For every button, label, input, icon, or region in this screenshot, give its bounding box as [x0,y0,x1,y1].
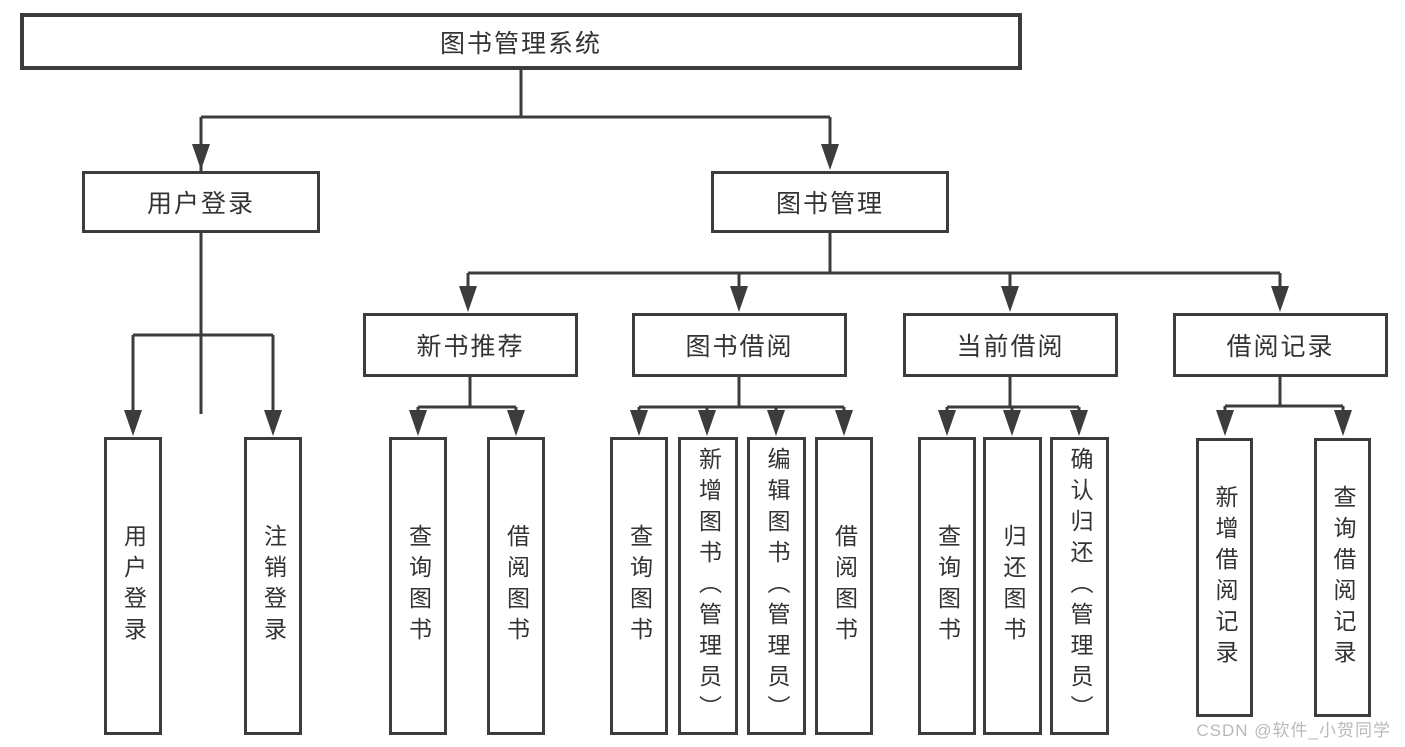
csdn-watermark: CSDN @软件_小贺同学 [1196,721,1391,740]
leaf-label: 借阅图书 [503,524,530,648]
leaf-label: 用户登录 [120,524,147,648]
node-borrowing-records: 借阅记录 [1173,313,1388,377]
leaf-borrow-books-recommend: 借阅图书 [487,437,545,735]
node-book-borrowing: 图书借阅 [632,313,847,377]
leaf-query-books-borrowing: 查询图书 [610,437,668,735]
leaf-label: 新增图书（管理员） [695,446,722,726]
leaf-query-books-current: 查询图书 [918,437,976,735]
leaf-confirm-return-admin: 确认归还（管理员） [1050,437,1109,735]
leaf-label: 新增借阅记录 [1212,484,1238,671]
connector-root-to-level2 [199,70,832,414]
connector-records-to-leaves [1223,377,1345,414]
node-book-management: 图书管理 [711,171,949,233]
connector-user-login-to-leaves [131,233,275,414]
connector-book-borrow-to-leaves [637,377,846,414]
leaf-label: 查询图书 [405,524,432,648]
leaf-label: 注销登录 [260,524,287,648]
leaf-query-books-recommend: 查询图书 [389,437,447,735]
leaf-query-borrow-record: 查询借阅记录 [1314,438,1371,717]
node-label: 新书推荐 [416,333,525,361]
connector-book-management-to-level3 [466,233,1282,292]
node-current-borrowing: 当前借阅 [903,313,1118,377]
node-label: 借阅记录 [1226,333,1335,361]
node-label: 用户登录 [146,190,255,218]
node-label: 图书借阅 [685,333,794,361]
leaf-return-book: 归还图书 [983,437,1042,735]
leaf-label: 确认归还（管理员） [1067,446,1093,726]
node-label: 当前借阅 [956,333,1065,361]
leaf-borrow-book: 借阅图书 [815,437,873,735]
leaf-label: 编辑图书（管理员） [764,446,790,726]
node-user-login: 用户登录 [82,171,320,233]
leaf-label: 查询图书 [934,524,961,648]
leaf-add-borrow-record: 新增借阅记录 [1196,438,1253,717]
node-label: 图书管理 [775,190,884,218]
connector-current-borrow-to-leaves [945,377,1081,414]
arrowheads [124,144,1352,436]
leaf-logout: 注销登录 [244,437,302,735]
leaf-user-login: 用户登录 [104,437,162,735]
node-library-management-system: 图书管理系统 [20,13,1022,70]
leaf-add-book-admin: 新增图书（管理员） [678,437,738,735]
leaf-edit-book-admin: 编辑图书（管理员） [747,437,806,735]
leaf-label: 查询图书 [626,524,653,648]
node-label: 图书管理系统 [439,29,602,58]
leaf-label: 借阅图书 [831,524,858,648]
connector-new-book-to-leaves [416,377,518,414]
leaf-label: 归还图书 [1000,524,1026,648]
leaf-label: 查询借阅记录 [1330,484,1356,671]
node-new-book-recommend: 新书推荐 [363,313,578,377]
